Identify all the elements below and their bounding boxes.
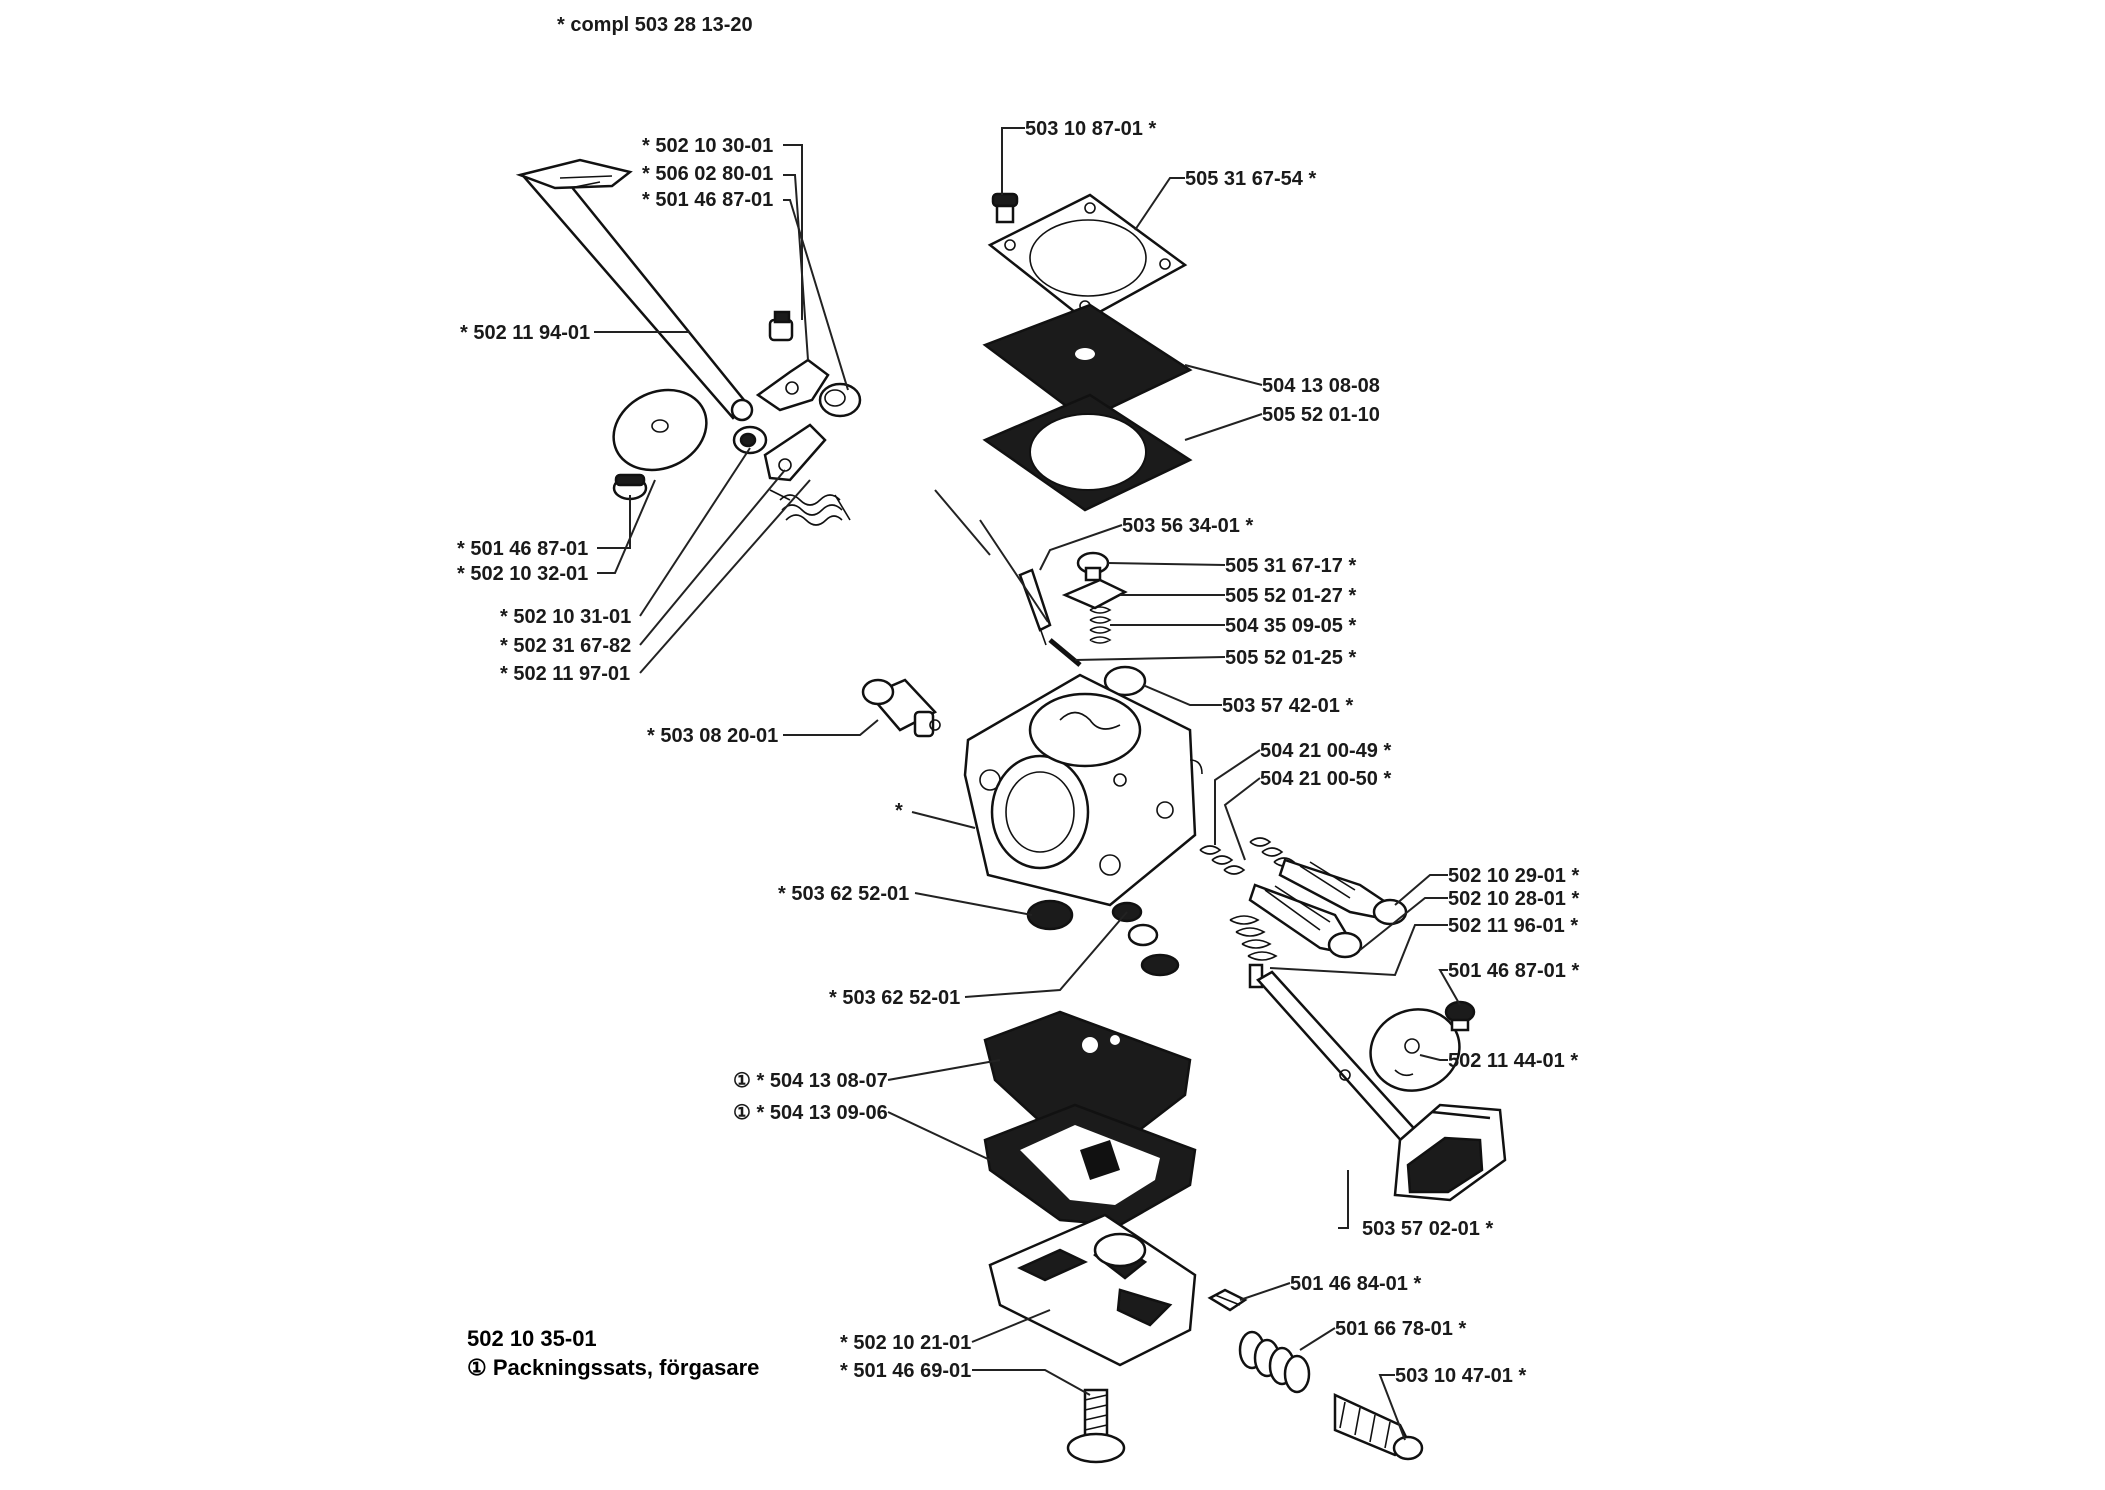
part-label: 503 57 02-01 * <box>1362 1218 1493 1240</box>
part-label: 504 21 00-49 * <box>1260 740 1391 762</box>
pump-gasket <box>982 393 1193 512</box>
part-label: 503 57 42-01 * <box>1222 695 1353 717</box>
part-label: 503 56 34-01 * <box>1122 515 1253 537</box>
part-label: 504 35 09-05 * <box>1225 615 1356 637</box>
part-label: * 502 10 32-01 <box>457 563 588 585</box>
part-label: * 506 02 80-01 <box>642 163 773 185</box>
adjusting-needle-springs <box>1199 837 1296 875</box>
part-label: 505 31 67-54 * <box>1185 168 1316 190</box>
part-label: * 502 10 31-01 <box>500 606 631 628</box>
part-label: 502 10 28-01 * <box>1448 888 1579 910</box>
part-label: * 503 08 20-01 <box>647 725 778 747</box>
high-speed-needle <box>1278 858 1408 926</box>
metering-gasket <box>983 1103 1197 1227</box>
needle-lever-spring <box>1089 606 1112 644</box>
part-label: 504 13 08-08 <box>1262 375 1380 397</box>
kit-legend: 502 10 35-01 ① Packningssats, förgasare <box>467 1326 759 1380</box>
part-label: 502 11 44-01 * <box>1448 1050 1578 1072</box>
part-label: * 501 46 69-01 <box>840 1360 971 1382</box>
idle-screw-pin <box>1207 1288 1248 1312</box>
fuel-screen <box>1026 899 1074 931</box>
throttle-shaft <box>515 158 754 422</box>
choke-lever <box>1393 1103 1507 1202</box>
part-label: * 501 46 87-01 <box>457 538 588 560</box>
compl-label: * compl 503 28 13-20 <box>557 14 753 36</box>
part-label: 501 46 87-01 * <box>1448 960 1579 982</box>
part-labels: 503 10 87-01 * 505 31 67-54 * * 502 10 3… <box>457 118 1579 1387</box>
part-label: 501 46 84-01 * <box>1290 1273 1421 1295</box>
needle-lever-pin <box>1048 638 1082 667</box>
throttle-spring-plate <box>763 423 827 482</box>
pump-cover-screw <box>991 192 1019 224</box>
return-spring <box>769 489 851 526</box>
carburetor-body <box>963 673 1203 907</box>
part-label: 503 10 47-01 * <box>1395 1365 1526 1387</box>
choke-screw <box>1444 1000 1476 1032</box>
lever-screw <box>768 310 794 342</box>
choke-valve-disc <box>1369 1008 1461 1092</box>
welch-plug <box>1103 665 1147 697</box>
kit-name: ① Packningssats, förgasare <box>467 1355 759 1380</box>
kit-number: 502 10 35-01 <box>467 1326 597 1351</box>
part-label: * 502 11 97-01 <box>500 663 630 685</box>
part-label: * 502 10 21-01 <box>840 1332 971 1354</box>
part-label: 501 66 78-01 * <box>1335 1318 1466 1340</box>
part-label: ① * 504 13 08-07 <box>733 1070 888 1092</box>
part-label: * 502 10 30-01 <box>642 135 773 157</box>
throttle-valve-disc <box>612 388 708 472</box>
metering-cover-screw <box>1066 1388 1126 1464</box>
part-label: 503 10 87-01 * <box>1025 118 1156 140</box>
metering-cover <box>988 1213 1197 1367</box>
needle-lever-screw <box>1076 551 1110 582</box>
leader-lines <box>594 127 1461 1441</box>
idle-screw-spring <box>1238 1330 1311 1394</box>
bushing-left <box>732 425 768 455</box>
part-label: 505 52 01-27 * <box>1225 585 1356 607</box>
fuel-screen-lower <box>1111 901 1180 977</box>
part-label: * 503 62 52-01 <box>778 883 909 905</box>
needle-lever <box>1061 578 1128 610</box>
part-label: * 503 62 52-01 <box>829 987 960 1009</box>
metering-diaphragm <box>983 1010 1192 1147</box>
part-label: * 502 11 94-01 <box>460 322 590 344</box>
low-speed-needle <box>1248 883 1363 959</box>
bushing-right <box>818 382 862 418</box>
idle-adjust-screw <box>1333 1393 1424 1461</box>
part-label: * <box>895 800 903 822</box>
pump-cover <box>987 193 1188 322</box>
part-label: 505 52 01-25 * <box>1225 647 1356 669</box>
part-label: 502 10 29-01 * <box>1448 865 1579 887</box>
fuel-inlet-fitting <box>861 678 941 738</box>
part-label: * 502 31 67-82 <box>500 635 631 657</box>
part-label: * 501 46 87-01 <box>642 189 773 211</box>
pump-diaphragm <box>982 303 1193 422</box>
part-label: 505 31 67-17 * <box>1225 555 1356 577</box>
part-label: 504 21 00-50 * <box>1260 768 1391 790</box>
throttle-lever <box>755 358 830 412</box>
inlet-needle-valve <box>1018 568 1052 646</box>
part-label: ① * 504 13 09-06 <box>733 1102 888 1124</box>
part-label: 502 11 96-01 * <box>1448 915 1578 937</box>
part-label: 505 52 01-10 <box>1262 404 1380 426</box>
